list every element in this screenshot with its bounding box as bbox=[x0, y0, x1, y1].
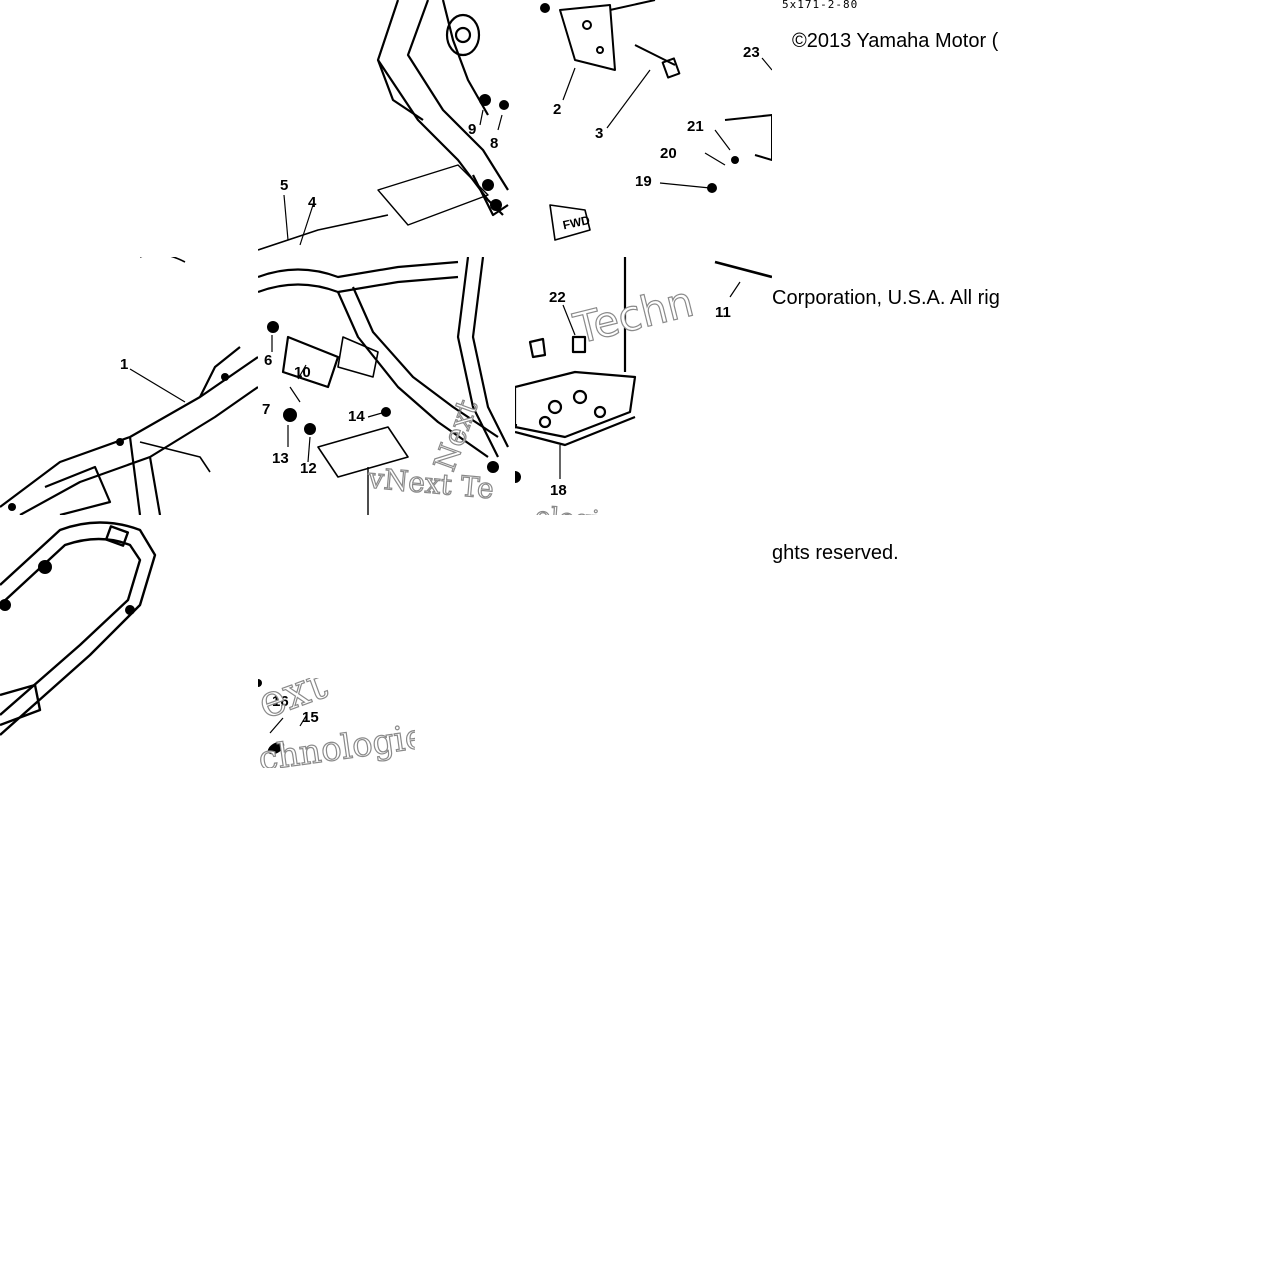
callout-9: 9 bbox=[468, 121, 477, 138]
callout-13: 13 bbox=[272, 450, 289, 467]
diagram-tile-frame-left: 1 bbox=[0, 257, 258, 515]
diagram-tile-frame-center: 6 10 7 14 13 12 vNext Te bbox=[258, 257, 515, 515]
copyright-line-2: Corporation, U.S.A. All rig bbox=[772, 287, 1000, 309]
callout-5: 5 bbox=[280, 177, 289, 194]
callout-19: 19 bbox=[635, 173, 652, 190]
callout-22: 22 bbox=[549, 289, 566, 306]
rear-bracket-drawing: FWD bbox=[540, 0, 772, 241]
diagram-tile-steering-bracket: 9 8 5 4 bbox=[258, 0, 515, 257]
copyright-line-1: ©2013 Yamaha Motor ( bbox=[792, 30, 999, 52]
fwd-label: FWD bbox=[561, 213, 591, 232]
frame-center-drawing bbox=[258, 257, 509, 515]
callout-11: 11 bbox=[715, 304, 731, 321]
callout-3: 3 bbox=[595, 125, 604, 142]
frame-loop-drawing bbox=[0, 521, 157, 736]
callout-7: 7 bbox=[262, 401, 271, 418]
frame-left-drawing bbox=[0, 257, 258, 515]
callout-20: 20 bbox=[660, 145, 677, 162]
watermark-fragment-1: Techn bbox=[568, 277, 698, 354]
callout-16: 16 bbox=[272, 693, 289, 710]
callout-15: 15 bbox=[302, 709, 319, 726]
diagram-tile-rear-bracket: FWD 2 3 23 21 20 19 bbox=[515, 0, 772, 257]
callout-4: 4 bbox=[308, 194, 317, 211]
copyright-line-3: ghts reserved. bbox=[772, 542, 899, 564]
steering-bracket-drawing bbox=[258, 0, 509, 251]
diagram-tile-frame-loop bbox=[0, 515, 258, 768]
callout-2: 2 bbox=[553, 101, 562, 118]
diagram-tile-copyright-2: Corporation, U.S.A. All rig bbox=[772, 257, 1029, 515]
callout-12: 12 bbox=[300, 460, 317, 477]
callout-8: 8 bbox=[490, 135, 499, 152]
callout-6: 6 bbox=[264, 352, 273, 369]
callout-21: 21 bbox=[687, 118, 704, 135]
callout-1: 1 bbox=[120, 356, 129, 373]
diagram-tile-copyright-1: 5x171-2-80 ©2013 Yamaha Motor ( bbox=[772, 0, 1029, 257]
callout-10: 10 bbox=[294, 364, 311, 381]
callout-17: 17 bbox=[515, 422, 518, 437]
footrest-drawing: Techn bbox=[515, 257, 772, 483]
callout-18: 18 bbox=[550, 482, 567, 499]
callout-14: 14 bbox=[348, 408, 365, 425]
callout-23: 23 bbox=[743, 44, 760, 61]
diagram-tile-footrest: Techn 22 11 17 18 ologies bbox=[515, 257, 772, 515]
part-code: 5x171-2-80 bbox=[782, 0, 859, 11]
diagram-tile-bolt-15-16: 16 15 ext chnologie bbox=[258, 678, 415, 768]
bolt-15-16-drawing bbox=[258, 679, 307, 755]
